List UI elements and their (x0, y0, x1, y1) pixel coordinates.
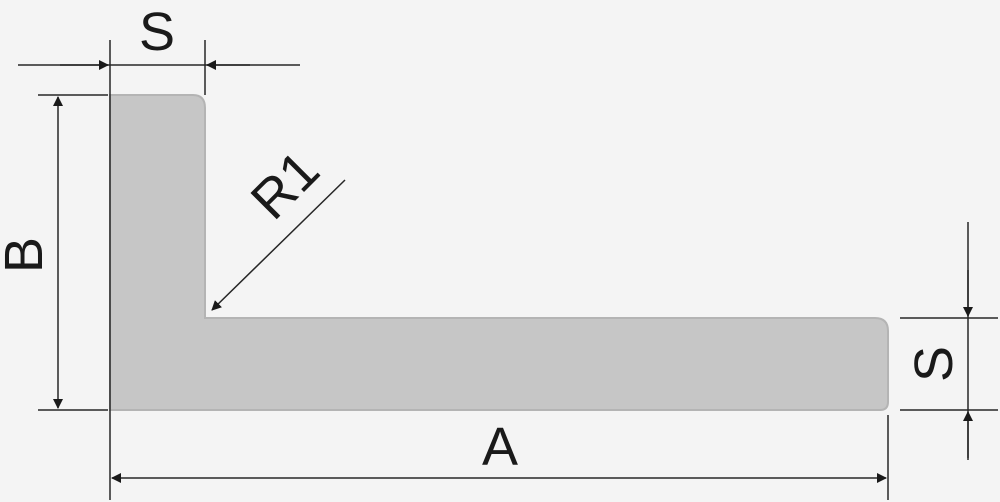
dimension-lines (18, 60, 973, 483)
dim-r1-leader (211, 179, 346, 311)
label-b-left: B (0, 237, 54, 273)
label-r1: R1 (240, 140, 331, 231)
extension-lines (38, 40, 998, 500)
label-a-bottom: A (482, 417, 518, 477)
angle-profile-shape (109, 94, 889, 411)
label-s-top: S (139, 2, 175, 62)
label-s-right: S (904, 346, 964, 382)
